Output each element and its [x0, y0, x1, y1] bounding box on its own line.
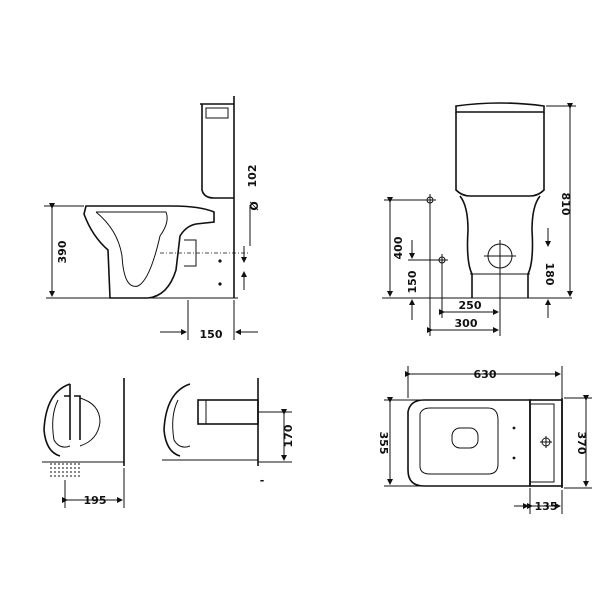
dim-label-170: 170 — [282, 424, 295, 447]
dim-label-150-side: 150 — [200, 328, 223, 341]
tank-outline — [200, 103, 234, 199]
top-view: 630 355 370 135 — [377, 366, 592, 514]
tank-front — [455, 112, 545, 197]
dim-label-810: 810 — [559, 193, 572, 216]
dim-label-102: 102 — [246, 165, 259, 188]
dim-label-135: 135 — [535, 500, 558, 513]
wall-outlet-pipe — [197, 399, 259, 425]
side-view: 390 102 Ø 150 — [44, 96, 261, 341]
tank-top — [529, 399, 563, 487]
tick-mark: - — [260, 474, 265, 487]
dim-label-630: 630 — [474, 368, 497, 381]
wall-outlet-view: 170 - — [162, 378, 295, 487]
dim-label-300: 300 — [455, 317, 478, 330]
pedestal-front — [459, 195, 541, 298]
diameter-symbol: Ø — [248, 201, 261, 211]
dim-label-180: 180 — [543, 263, 556, 286]
tank-lid — [205, 107, 229, 119]
bowl-section — [43, 383, 71, 457]
fixing-point — [218, 259, 222, 263]
dim-label-250: 250 — [459, 299, 482, 312]
floor-drain-dashes — [50, 463, 80, 477]
dim-label-195: 195 — [84, 494, 107, 507]
bowl-outline — [83, 205, 215, 299]
front-view: 810 400 150 180 250 300 — [382, 102, 576, 336]
flush-button-icon — [540, 436, 552, 448]
fixing-point — [218, 282, 222, 286]
bowl-section — [163, 383, 191, 457]
bowl-inner — [95, 211, 168, 287]
dim-label-390: 390 — [56, 240, 69, 263]
outlet-pipe — [64, 395, 81, 440]
tank-lid-front — [455, 102, 545, 113]
dim-label-400: 400 — [392, 236, 405, 259]
dim-label-370: 370 — [575, 432, 588, 455]
floor-outlet-view: 195 — [42, 378, 125, 508]
dim-label-150-front: 150 — [406, 270, 419, 293]
bowl-top — [407, 399, 531, 487]
seat-outline — [419, 407, 499, 475]
dim-label-355: 355 — [377, 432, 390, 455]
bowl-opening — [451, 427, 479, 449]
